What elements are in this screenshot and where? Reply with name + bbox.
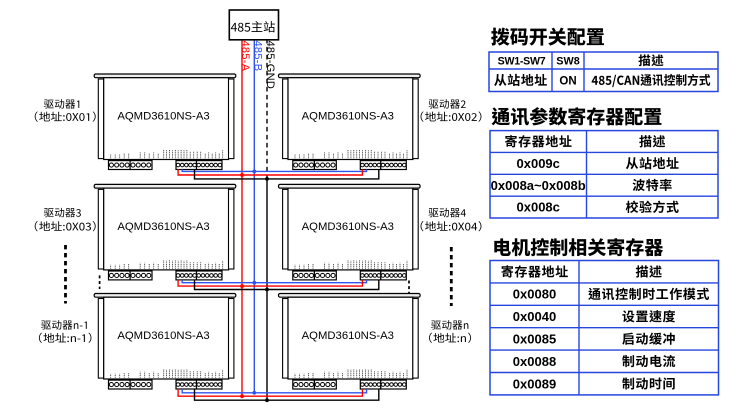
svg-text:ON: ON <box>559 76 576 88</box>
svg-text:SW1-SW7: SW1-SW7 <box>498 55 546 67</box>
svg-text:0x009c: 0x009c <box>517 156 560 171</box>
svg-text:SW8: SW8 <box>556 56 579 68</box>
svg-text:AQMD3610NS-A3: AQMD3610NS-A3 <box>117 221 209 233</box>
svg-text:AQMD3610NS-A3: AQMD3610NS-A3 <box>302 330 394 342</box>
svg-text:AQMD3610NS-A3: AQMD3610NS-A3 <box>117 330 209 342</box>
svg-text:0x0080: 0x0080 <box>513 287 556 302</box>
svg-text:0x008c: 0x008c <box>517 200 560 215</box>
svg-text:AQMD3610NS-A3: AQMD3610NS-A3 <box>302 221 394 233</box>
svg-text:0x0089: 0x0089 <box>513 376 556 391</box>
svg-text:485-GND: 485-GND <box>264 41 276 90</box>
svg-text:0x008a~0x008b: 0x008a~0x008b <box>491 178 586 193</box>
svg-text:485-B: 485-B <box>251 41 263 72</box>
svg-text:0x0040: 0x0040 <box>513 309 556 324</box>
svg-text:AQMD3610NS-A3: AQMD3610NS-A3 <box>302 111 394 123</box>
svg-text:AQMD3610NS-A3: AQMD3610NS-A3 <box>117 111 209 123</box>
svg-text:0x0088: 0x0088 <box>513 354 556 369</box>
svg-text:485-A: 485-A <box>239 41 251 72</box>
svg-text:0x0085: 0x0085 <box>513 332 556 347</box>
